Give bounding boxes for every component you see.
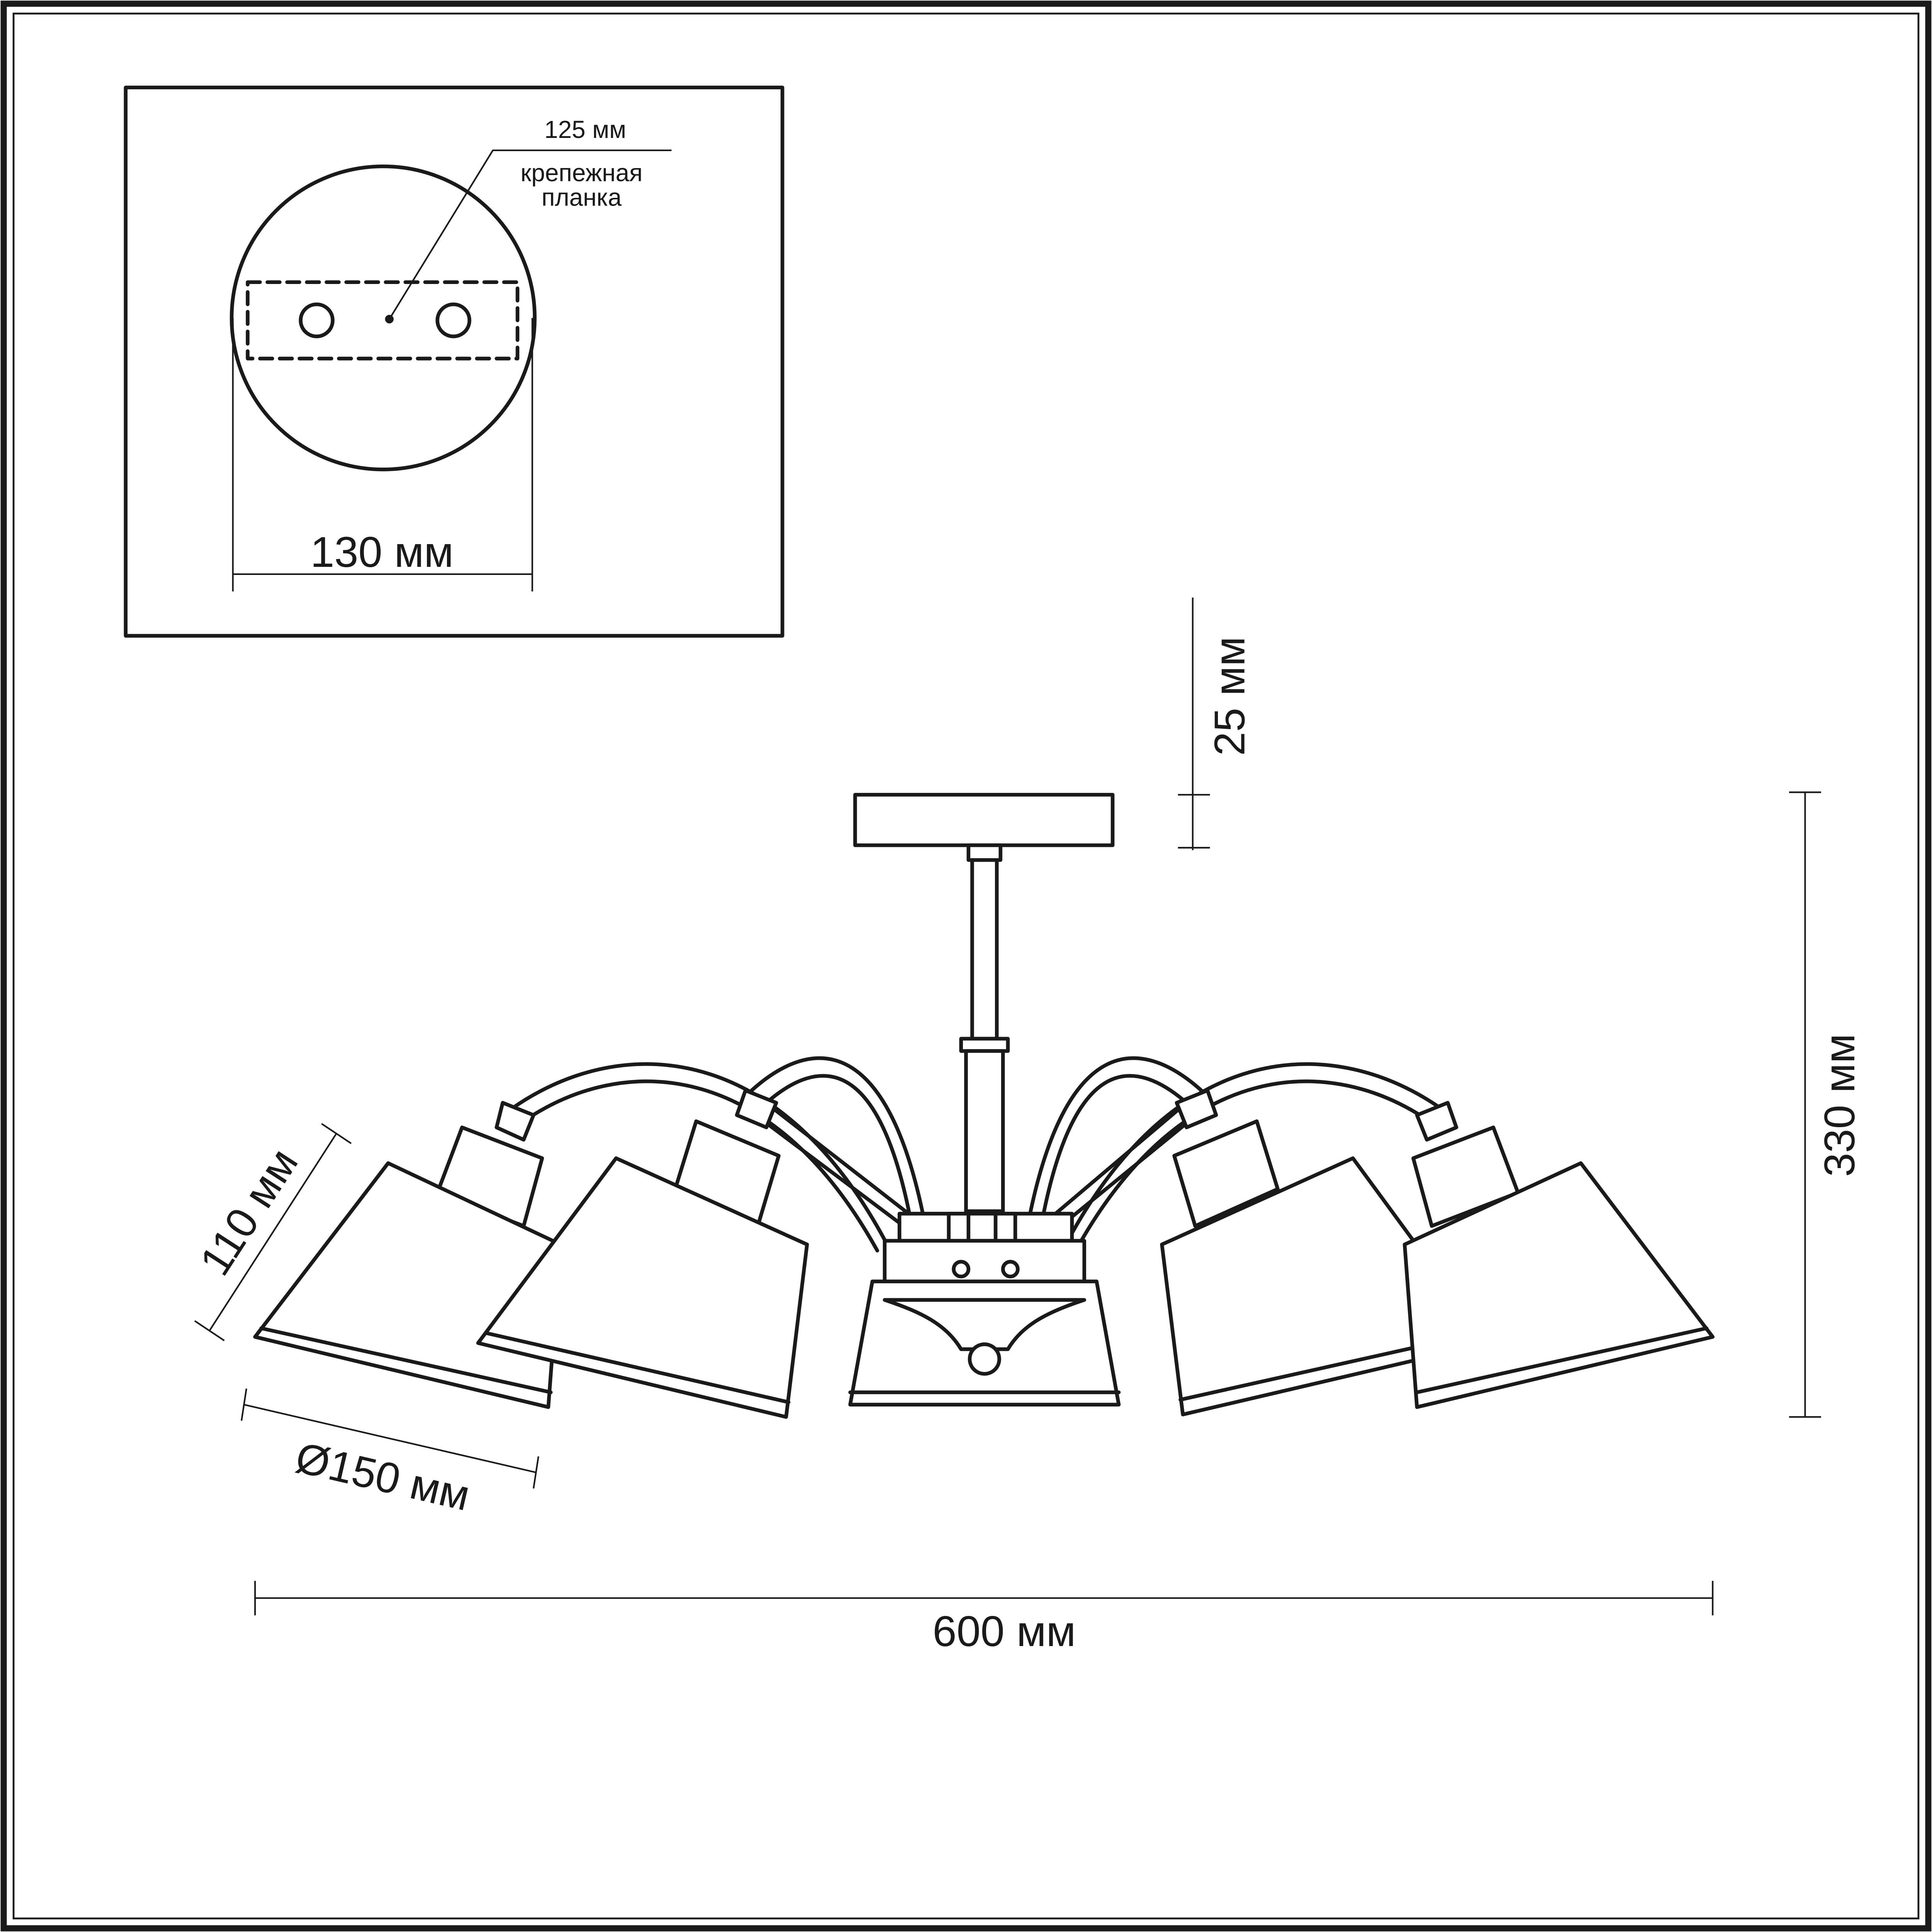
stem-lower bbox=[964, 1049, 1005, 1213]
finial bbox=[968, 1342, 1001, 1376]
shade-height-label: 110 мм bbox=[190, 1140, 307, 1284]
canopy-height-label: 25 мм bbox=[1206, 636, 1254, 756]
shade-diameter-label: Ø150 мм bbox=[291, 1433, 474, 1520]
stem bbox=[970, 858, 999, 1041]
bracket-length-label: 125 мм bbox=[544, 116, 626, 143]
hub-top bbox=[898, 1212, 1074, 1243]
stem-top-cap bbox=[966, 843, 1003, 862]
bracket-label-line1: крепежная bbox=[520, 159, 643, 187]
total-width-label: 600 мм bbox=[933, 1607, 1076, 1655]
dimension-shade-diameter: Ø150 мм bbox=[240, 1388, 539, 1520]
bracket-label-line2: планка bbox=[542, 184, 622, 211]
canopy bbox=[853, 793, 1115, 847]
shade-left-inner bbox=[476, 1156, 809, 1419]
canopy-diameter-label: 130 мм bbox=[310, 528, 454, 576]
dimension-canopy-height: 25 мм bbox=[1178, 597, 1254, 850]
dimension-total-height: 330 мм bbox=[1789, 791, 1864, 1418]
canopy-plate-top-view bbox=[230, 164, 537, 471]
chandelier-side-view bbox=[253, 793, 1715, 1419]
stem-collar bbox=[959, 1037, 1010, 1053]
screw-hole-right bbox=[435, 302, 471, 338]
dimension-total-width: 600 мм bbox=[254, 1581, 1714, 1655]
mounting-bracket bbox=[246, 280, 520, 361]
inner-frame bbox=[12, 12, 1920, 1920]
shade-right-outer bbox=[1403, 1161, 1715, 1409]
screw-hole-left bbox=[299, 302, 335, 338]
mount-detail-inset: 125 мм крепежная планка 130 мм bbox=[124, 85, 784, 638]
total-height-label: 330 мм bbox=[1815, 1034, 1864, 1177]
